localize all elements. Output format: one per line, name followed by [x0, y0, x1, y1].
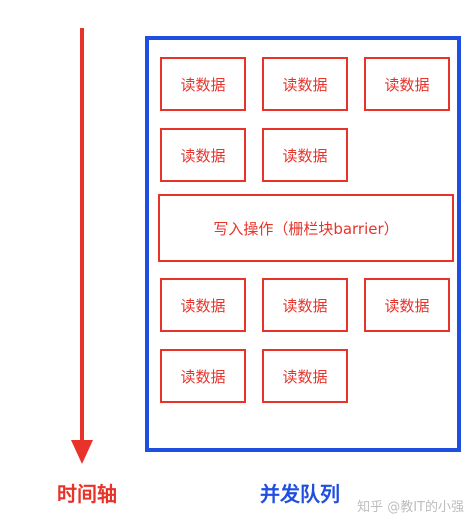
read-block: 读数据 [364, 278, 450, 332]
timeline-axis [80, 28, 84, 442]
read-block: 读数据 [262, 57, 348, 111]
queue-label: 并发队列 [260, 482, 340, 506]
read-block: 读数据 [262, 349, 348, 403]
timeline-label: 时间轴 [57, 482, 117, 506]
concurrent-queue-frame [145, 36, 461, 452]
timeline-arrow-icon [71, 440, 93, 464]
read-block: 读数据 [160, 278, 246, 332]
barrier-write-block: 写入操作（栅栏块barrier） [158, 194, 454, 262]
read-block: 读数据 [262, 278, 348, 332]
watermark: 知乎 @教IT的小强 [357, 500, 464, 515]
read-block: 读数据 [364, 57, 450, 111]
read-block: 读数据 [160, 349, 246, 403]
read-block: 读数据 [160, 57, 246, 111]
read-block: 读数据 [160, 128, 246, 182]
read-block: 读数据 [262, 128, 348, 182]
